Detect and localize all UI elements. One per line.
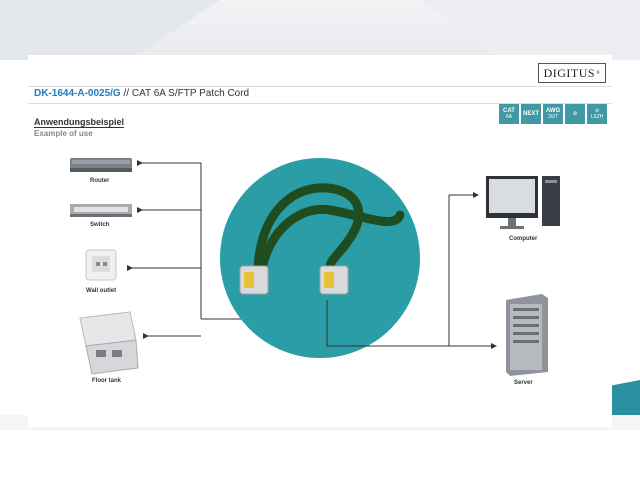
switch-icon xyxy=(70,204,132,217)
title-separator: // xyxy=(123,88,130,99)
brand-mark: ® xyxy=(596,70,601,76)
brand-name: DIGITUS xyxy=(543,65,596,80)
next-badge: NEXT xyxy=(521,104,541,124)
background-shapes xyxy=(0,0,640,60)
floor-tank-label: Floor tank xyxy=(92,378,122,384)
server-label: Server xyxy=(514,380,533,386)
section-title: Anwendungsbeispiel xyxy=(34,117,125,128)
product-title: DK-1644-A-0025/G // CAT 6A S/FTP Patch C… xyxy=(34,88,249,99)
title-divider-bottom xyxy=(28,103,612,104)
wall-outlet-icon xyxy=(85,249,117,281)
router-icon xyxy=(70,158,132,172)
product-name: CAT 6A S/FTP Patch Cord xyxy=(131,88,250,99)
product-code: DK-1644-A-0025/G xyxy=(34,88,121,99)
computer-icon xyxy=(486,176,560,229)
recycle-icon: ♻ xyxy=(565,104,585,124)
right-connector-line xyxy=(326,300,449,347)
switch-label: Switch xyxy=(90,222,110,228)
brand-logo: DIGITUS® xyxy=(538,63,606,83)
section-subtitle: Example of use xyxy=(34,129,93,138)
lszh-badge: ⊘LSZH xyxy=(587,104,607,124)
computer-label: Computer xyxy=(509,236,538,242)
server-icon xyxy=(506,294,548,376)
patch-cable-icon xyxy=(239,183,405,295)
router-label: Router xyxy=(90,178,110,184)
title-divider-top xyxy=(28,86,612,87)
floor-tank-icon xyxy=(79,311,139,375)
cable-circle xyxy=(220,158,420,358)
wall-outlet-label: Wall outlet xyxy=(86,288,117,294)
